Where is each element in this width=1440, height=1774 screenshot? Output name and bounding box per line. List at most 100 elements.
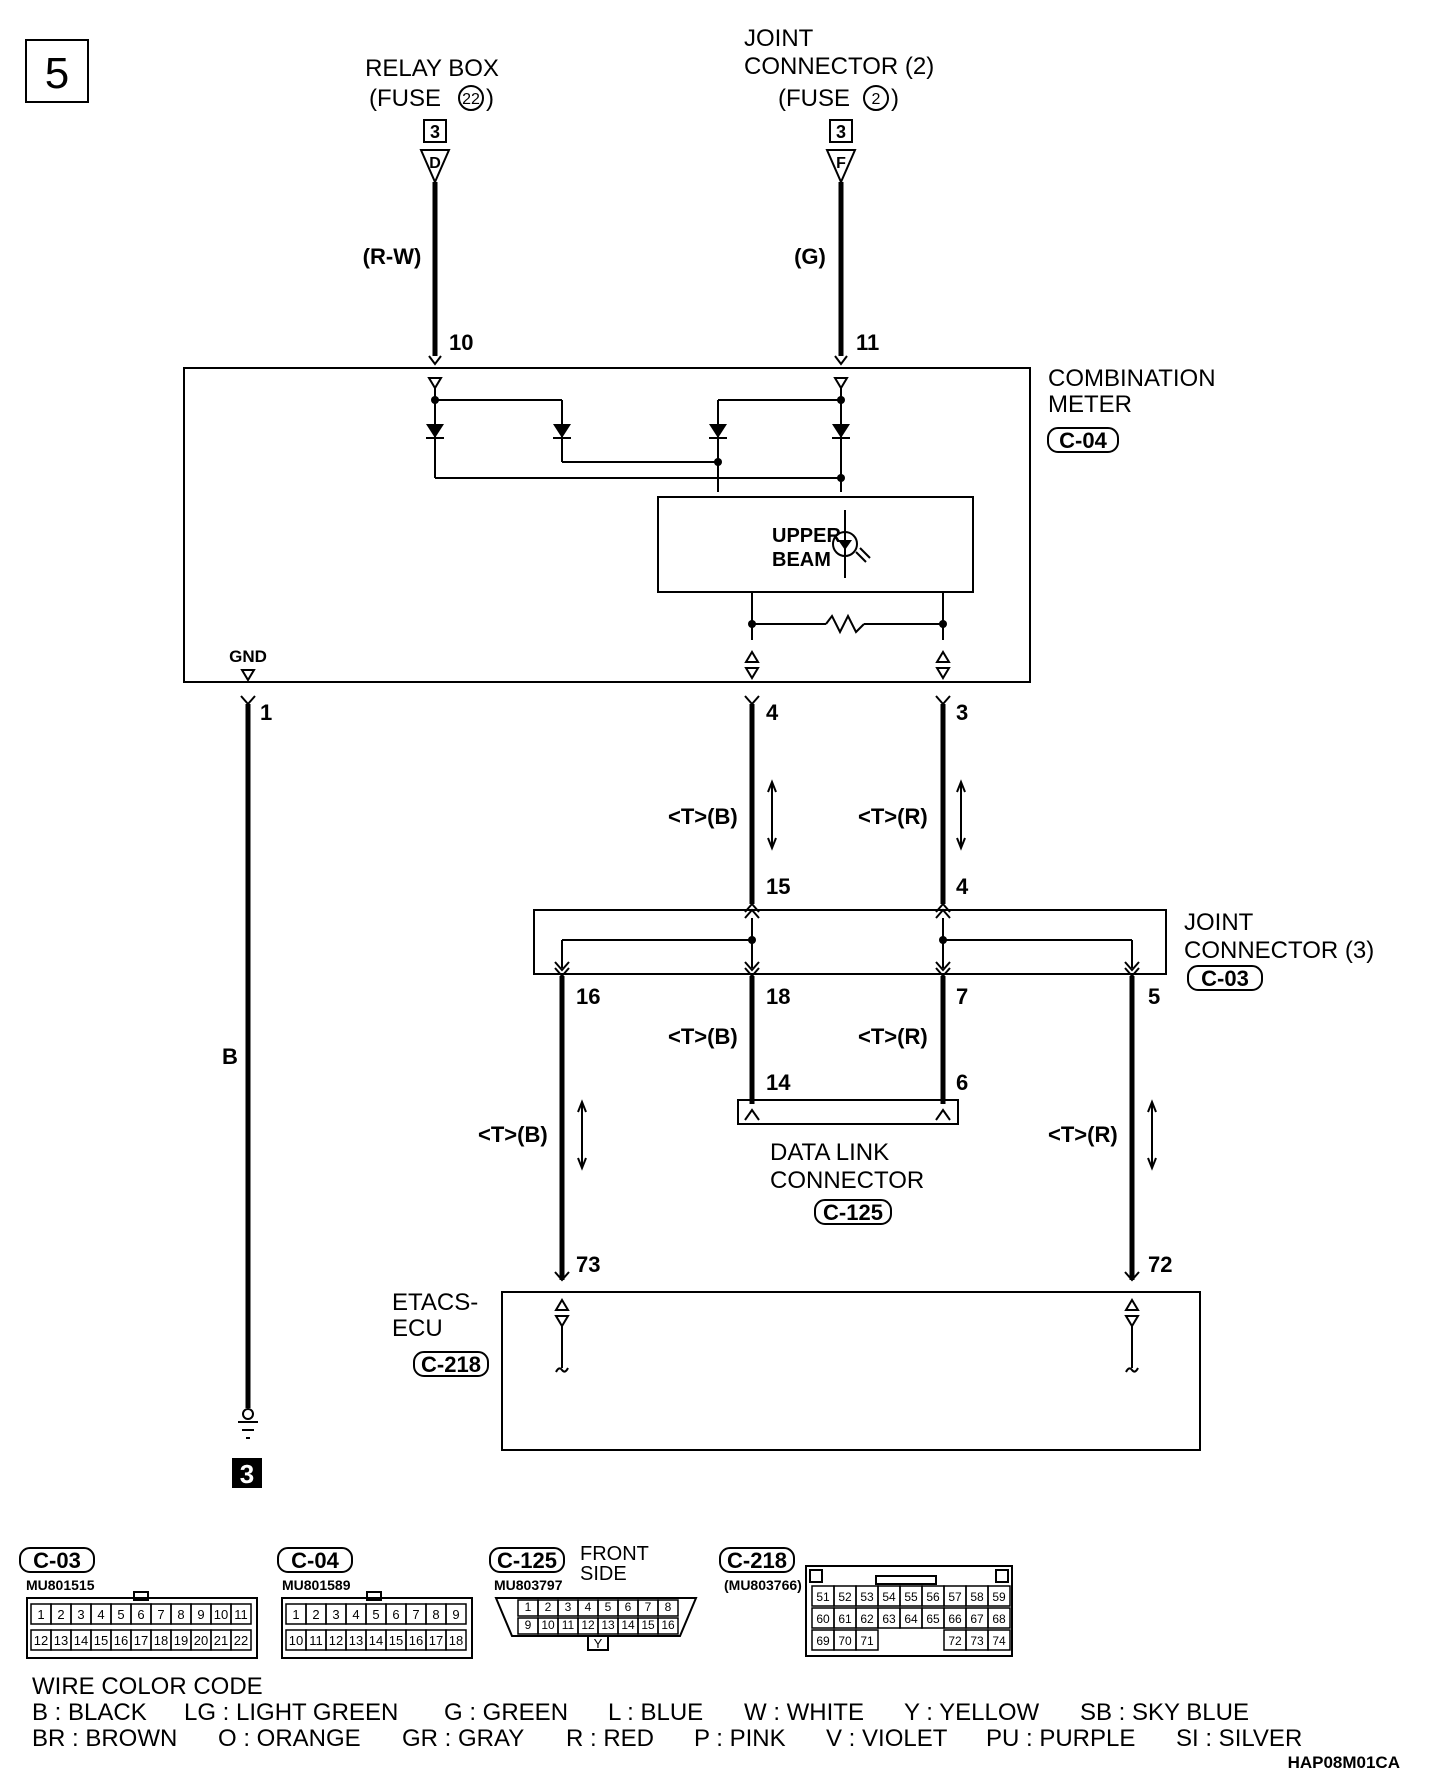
connector-pin-number: 12	[34, 1633, 48, 1648]
joint-connector-2-line1: JOINT	[744, 25, 814, 52]
connector-pin-number: 8	[177, 1607, 184, 1622]
legend-title: WIRE COLOR CODE	[32, 1673, 263, 1700]
connector-pin-number: 19	[174, 1633, 188, 1648]
connector-pin-cell	[445, 1603, 467, 1625]
connector-pin-cell	[230, 1629, 252, 1651]
bidirectional-arrow-icon	[956, 779, 966, 851]
connector-pin-number: 17	[429, 1633, 443, 1648]
bidirectional-arrow-icon	[1147, 1099, 1157, 1171]
joint-connector-3-line1: JOINT	[1184, 909, 1254, 936]
bidirectional-arrow-icon	[577, 1099, 587, 1171]
legend-pu: PU : PURPLE	[986, 1725, 1135, 1752]
connector-pin-number: 8	[665, 1600, 672, 1614]
data-link-connector-box	[737, 1099, 959, 1125]
diode-3	[709, 424, 727, 439]
pin-15: 15	[766, 874, 790, 899]
wire-label-g: (G)	[794, 244, 826, 269]
connector-pin-number: 16	[409, 1633, 423, 1648]
connector-pin-number: 4	[352, 1607, 359, 1622]
connector-pin-number: 15	[641, 1618, 655, 1632]
joint-connector-2-terminal: F	[836, 155, 846, 172]
wire-label-r-w: (R-W)	[363, 244, 422, 269]
connector-pin-number: 14	[369, 1633, 383, 1648]
connector-pin-number: 7	[412, 1607, 419, 1622]
wire-label-t-b-etacs: <T>(B)	[478, 1122, 548, 1147]
pin-72: 72	[1148, 1252, 1172, 1277]
connector-pin-number: 9	[452, 1607, 459, 1622]
page-number: 5	[25, 39, 89, 103]
connector-pin-number: 6	[392, 1607, 399, 1622]
connector-pin-number: 18	[449, 1633, 463, 1648]
bidirectional-arrow-icon	[767, 779, 777, 851]
pin-7: 7	[956, 984, 968, 1009]
connector-pin-number: 7	[157, 1607, 164, 1622]
combination-meter-line2: METER	[1048, 391, 1132, 418]
etacs-connector-code: C-218	[421, 1352, 481, 1377]
legend-br: BR : BROWN	[32, 1725, 177, 1752]
diode-2	[553, 424, 571, 439]
legend-gr: GR : GRAY	[402, 1725, 524, 1752]
connector-pin-number: 14	[621, 1618, 635, 1632]
connector-pin-cell	[987, 1585, 1011, 1607]
ground-page-ref: 3	[240, 1459, 254, 1489]
connector-pin-number: 12	[581, 1618, 595, 1632]
connector-pin-number: 67	[970, 1612, 984, 1626]
combination-meter-box	[183, 367, 1031, 683]
relay-box-terminal: D	[429, 155, 441, 172]
connector-pin-number: 53	[860, 1590, 874, 1604]
wire-label-t-r-upper: <T>(R)	[858, 804, 928, 829]
connector-pin-number: 22	[234, 1633, 248, 1648]
connector-pin-number: 13	[54, 1633, 68, 1648]
connector-pin-number: 11	[234, 1607, 248, 1622]
connector-pin-number: 2	[545, 1600, 552, 1614]
connector-pin-number: 66	[948, 1612, 962, 1626]
connector-pin-number: 16	[661, 1618, 675, 1632]
wire-color-code-legend: WIRE COLOR CODE B : BLACK LG : LIGHT GRE…	[32, 1673, 1302, 1752]
relay-box-label: RELAY BOX	[365, 55, 499, 82]
legend-l: L : BLUE	[608, 1699, 703, 1726]
data-link-line1: DATA LINK	[770, 1139, 889, 1166]
connector-pin-number: 8	[432, 1607, 439, 1622]
pin-1: 1	[260, 700, 272, 725]
pin-16: 16	[576, 984, 600, 1009]
pin-10: 10	[449, 330, 473, 355]
pin-14: 14	[766, 1070, 791, 1095]
joint-connector-2-source: JOINT CONNECTOR (2) (FUSE 2 ) 3 F	[744, 25, 934, 185]
c218-part: (MU803766)	[724, 1577, 802, 1593]
connector-pin-cell	[987, 1629, 1011, 1651]
connector-pin-number: 74	[992, 1634, 1006, 1648]
legend-b: B : BLACK	[32, 1699, 147, 1726]
connector-pin-number: 5	[372, 1607, 379, 1622]
connector-pin-number: 21	[214, 1633, 228, 1648]
wire-label-b: B	[222, 1044, 238, 1069]
etacs-line2: ECU	[392, 1315, 443, 1342]
figure-code: HAP08M01CA	[1288, 1753, 1400, 1772]
connector-pin-number: 68	[992, 1612, 1006, 1626]
connector-pin-number: 3	[565, 1600, 572, 1614]
data-link-line2: CONNECTOR	[770, 1167, 924, 1194]
svg-text:): )	[891, 85, 899, 112]
etacs-ecu-box	[501, 1291, 1201, 1451]
connector-pin-number: 1	[292, 1607, 299, 1622]
svg-text:): )	[486, 85, 494, 112]
connector-pin-number: 59	[992, 1590, 1006, 1604]
connector-pin-number: 54	[882, 1590, 896, 1604]
connector-pin-number: 13	[349, 1633, 363, 1648]
c218-code: C-218	[727, 1548, 787, 1573]
connector-pin-number: 6	[137, 1607, 144, 1622]
connector-pin-number: 3	[77, 1607, 84, 1622]
relay-box-page-ref: 3	[430, 122, 440, 142]
connector-pin-number: 5	[117, 1607, 124, 1622]
diode-1	[426, 424, 444, 439]
c125-side-line1: FRONT	[580, 1543, 649, 1565]
legend-sb: SB : SKY BLUE	[1080, 1699, 1249, 1726]
pin-5: 5	[1148, 984, 1160, 1009]
joint-connector-3-box	[533, 909, 1167, 975]
connector-pin-number: 62	[860, 1612, 874, 1626]
joint-connector-3-code: C-03	[1201, 966, 1249, 991]
pin-4-meter: 4	[766, 700, 779, 725]
connector-pin-number: 17	[134, 1633, 148, 1648]
connector-pin-number: 9	[525, 1618, 532, 1632]
